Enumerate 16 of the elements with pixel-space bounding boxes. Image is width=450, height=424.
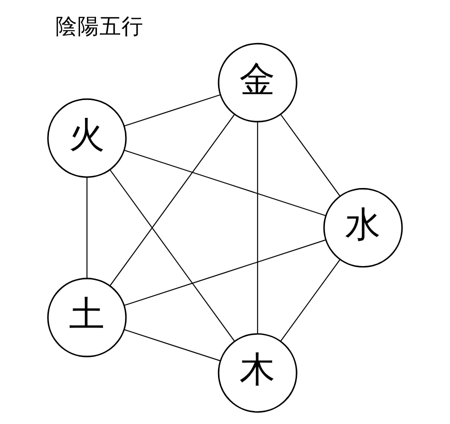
node-circle: 火 (47, 98, 127, 178)
connector (86, 176, 88, 279)
connector (124, 329, 221, 362)
connector (257, 122, 258, 334)
connector (124, 94, 221, 126)
connector (280, 259, 340, 342)
node-circle: 金 (218, 42, 298, 122)
connector (109, 114, 235, 286)
connector (280, 114, 340, 197)
connector (124, 239, 326, 306)
connector (124, 150, 326, 216)
node-circle: 水 (323, 188, 403, 268)
node-circle: 木 (218, 333, 298, 413)
node-circle: 土 (47, 278, 127, 358)
diagram-title: 陰陽五行 (55, 14, 144, 40)
connector (110, 170, 236, 342)
